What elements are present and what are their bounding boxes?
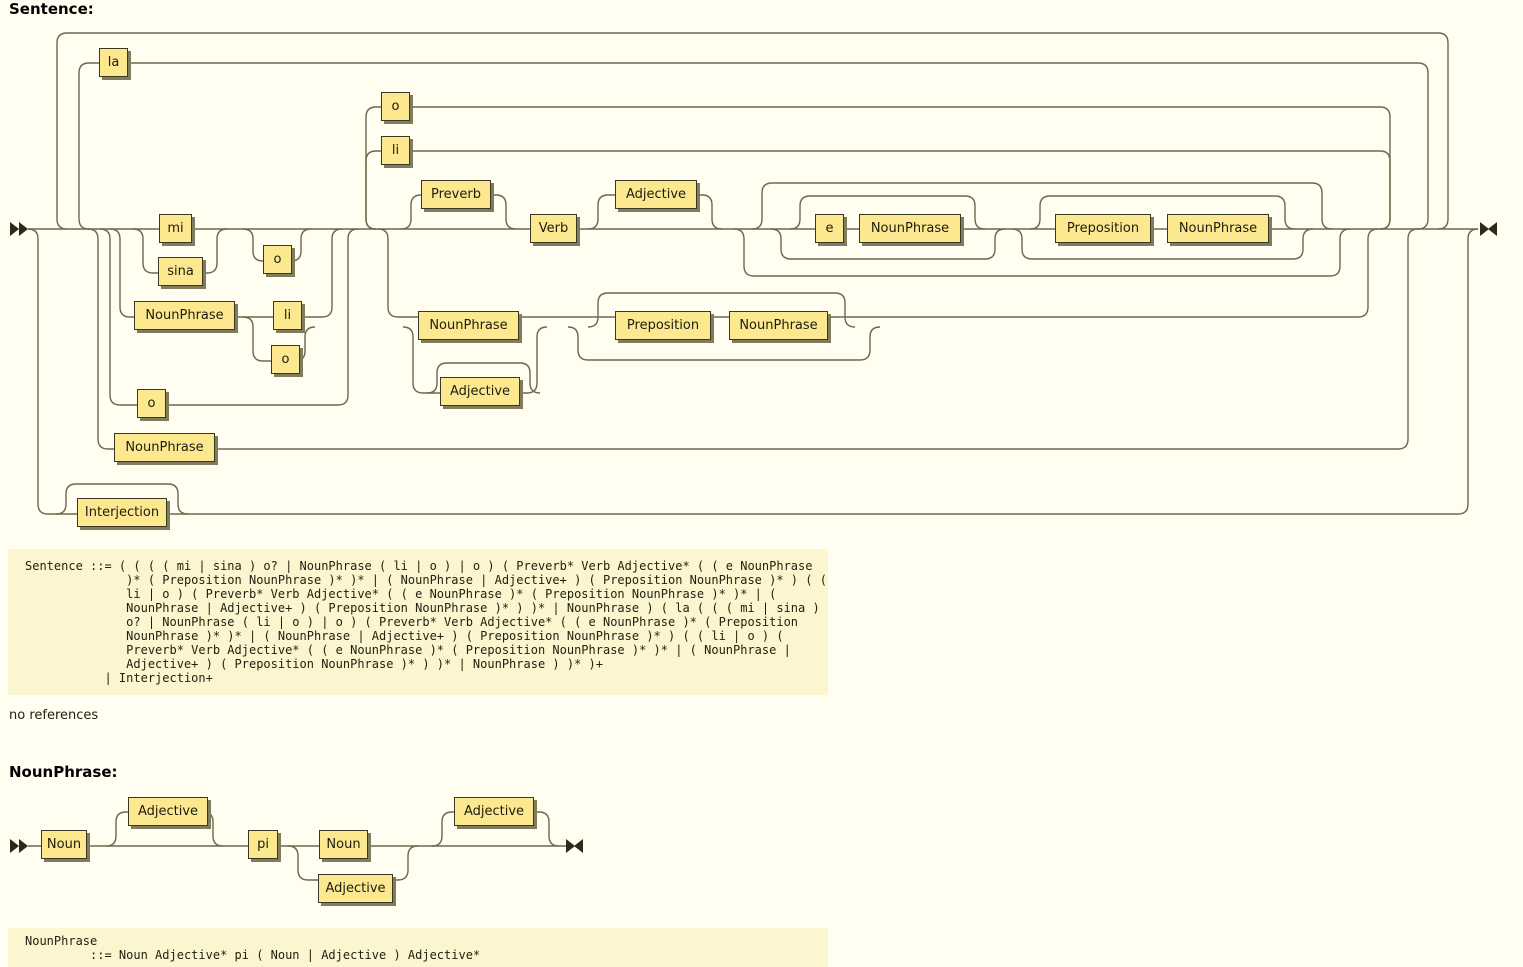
node-adjective[interactable]: Adjective [454,797,534,826]
start-arrow-icon [19,222,28,236]
node-adjective[interactable]: Adjective [440,377,520,406]
rule-heading-sentence: Sentence: [9,0,94,18]
node-o[interactable]: o [381,92,410,121]
node-preposition[interactable]: Preposition [1055,214,1151,243]
node-adjective[interactable]: Adjective [128,797,208,826]
end-arrow-icon [1488,222,1497,236]
node-interjection[interactable]: Interjection [77,498,167,527]
node-nounphrase[interactable]: NounPhrase [729,311,828,340]
start-arrow-icon [10,222,19,236]
node-verb[interactable]: Verb [530,214,577,243]
node-nounphrase[interactable]: NounPhrase [114,433,215,462]
node-adjective[interactable]: Adjective [615,180,697,209]
start-arrow-icon [19,839,28,853]
node-nounphrase[interactable]: NounPhrase [1167,214,1269,243]
node-o[interactable]: o [263,245,292,274]
node-li[interactable]: li [381,136,410,165]
end-arrow-icon [566,839,575,853]
node-o[interactable]: o [271,345,300,374]
node-noun[interactable]: Noun [319,830,368,859]
sentence-railroad-lines [10,32,1497,515]
node-preposition[interactable]: Preposition [615,311,711,340]
end-arrow-icon [1480,222,1489,236]
node-sina[interactable]: sina [158,257,203,286]
node-pi[interactable]: pi [248,830,278,859]
node-li[interactable]: li [273,301,302,330]
node-o[interactable]: o [137,389,166,418]
rule-heading-nounphrase: NounPhrase: [9,763,118,781]
end-arrow-icon [574,839,583,853]
node-nounphrase[interactable]: NounPhrase [134,301,235,330]
sentence-grammar-text: Sentence ::= ( ( ( ( mi | sina ) o? | No… [8,549,828,695]
node-nounphrase[interactable]: NounPhrase [859,214,961,243]
node-noun[interactable]: Noun [41,830,87,859]
node-la[interactable]: la [99,48,128,77]
references-note: no references [9,708,99,723]
node-e[interactable]: e [815,214,844,243]
node-preverb[interactable]: Preverb [421,180,491,209]
node-nounphrase[interactable]: NounPhrase [418,311,519,340]
start-arrow-icon [10,839,19,853]
nounphrase-grammar-text: NounPhrase ::= Noun Adjective* pi ( Noun… [8,928,828,967]
node-mi[interactable]: mi [159,214,192,243]
node-adjective[interactable]: Adjective [318,874,393,903]
